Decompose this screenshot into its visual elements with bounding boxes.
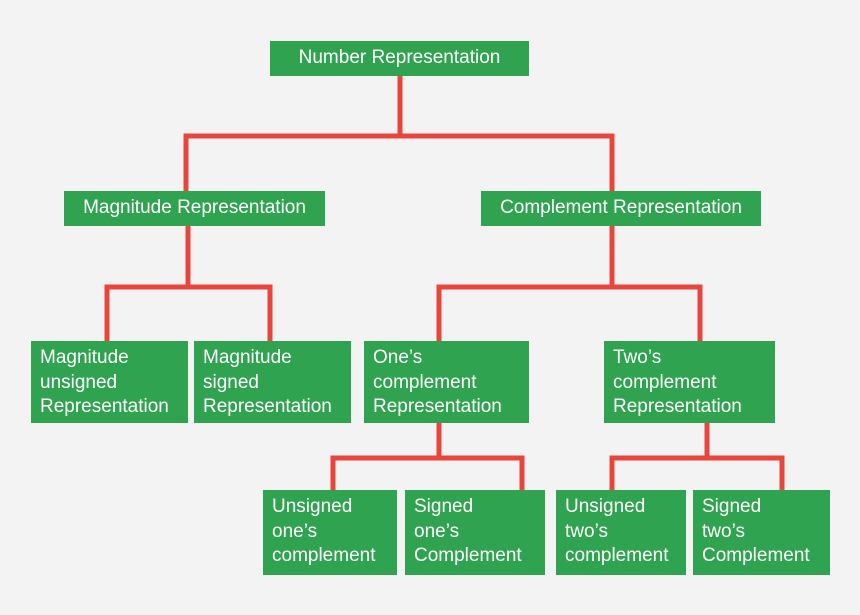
node-signed-ones-complement: Signed one’s Complement: [405, 490, 545, 575]
node-unsigned-ones-complement: Unsigned one’s complement: [263, 490, 397, 575]
connector-complement: [436, 223, 703, 344]
node-magnitude-representation: Magnitude Representation: [64, 191, 325, 226]
node-unsigned-twos-complement: Unsigned two’s complement: [556, 490, 686, 575]
connector-magnitude: [104, 223, 273, 344]
node-ones-complement: One’s complement Representation: [364, 341, 529, 423]
connector-ones: [330, 420, 525, 493]
connector-root: [183, 73, 615, 194]
node-signed-twos-complement: Signed two’s Complement: [693, 490, 830, 575]
node-magnitude-unsigned: Magnitude unsigned Representation: [31, 341, 188, 423]
connector-twos: [609, 420, 785, 493]
node-number-representation: Number Representation: [270, 41, 529, 76]
node-complement-representation: Complement Representation: [481, 191, 761, 226]
node-twos-complement: Two’s complement Representation: [604, 341, 775, 423]
node-magnitude-signed: Magnitude signed Representation: [194, 341, 351, 423]
